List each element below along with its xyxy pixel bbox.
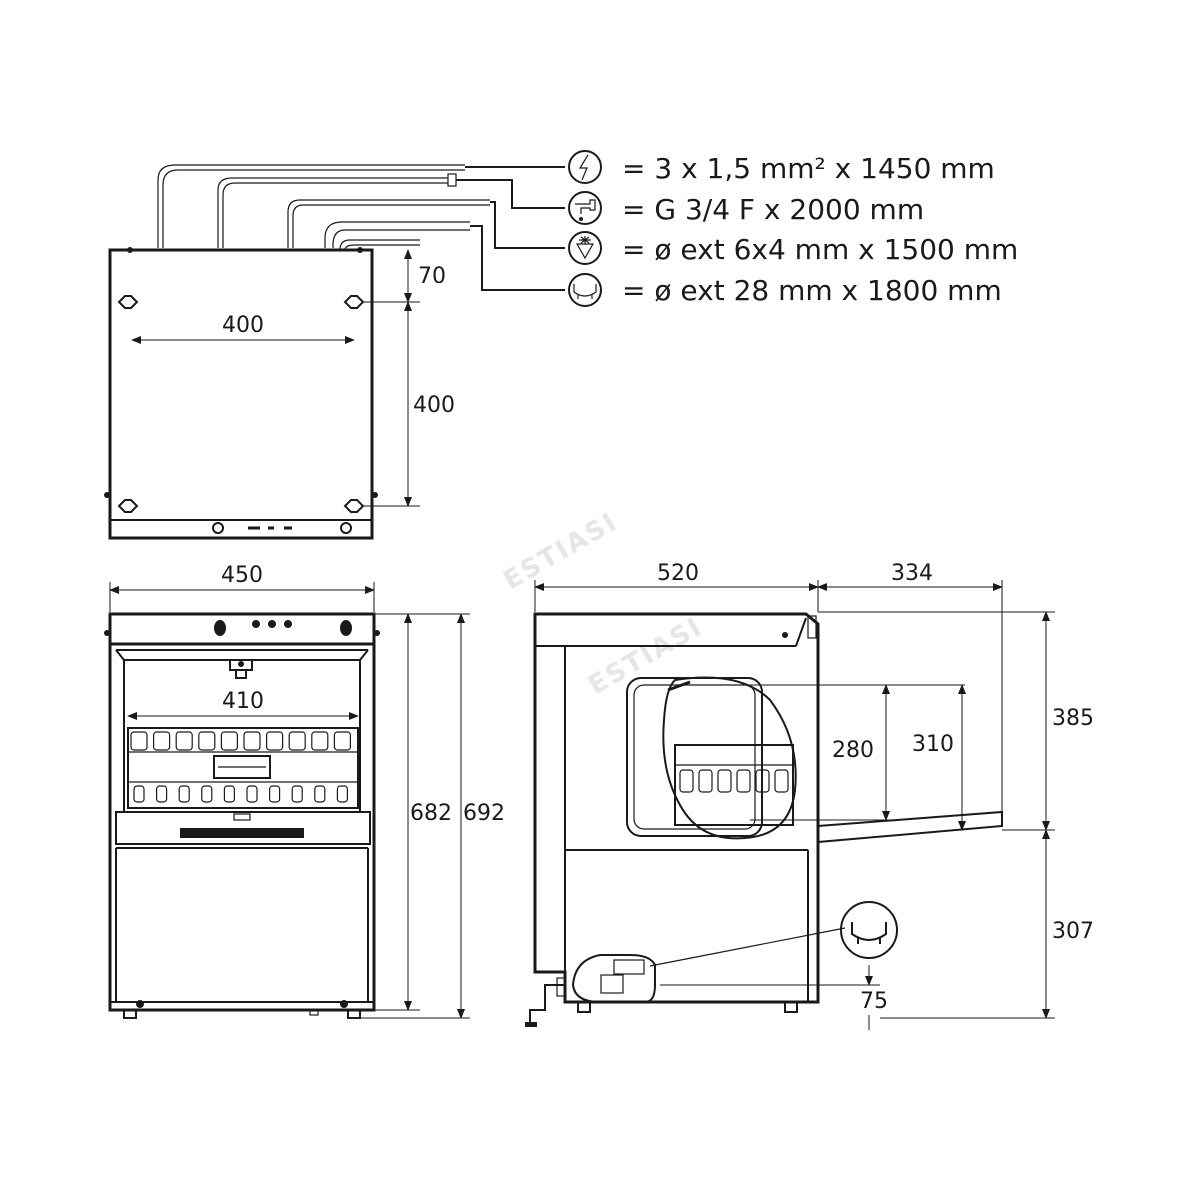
dim-450: 450 (221, 563, 263, 588)
watermark-2: ESTIASI (584, 612, 708, 701)
dim-280: 280 (832, 738, 874, 763)
dim-400-horizontal: 400 (222, 313, 264, 338)
drain-icon-callout (840, 901, 898, 959)
dim-334: 334 (891, 561, 933, 586)
back-panel (108, 248, 374, 540)
spec-row-detergent: = ø ext 6x4 mm x 1500 mm (568, 231, 1018, 266)
spec-drain-text: = ø ext 28 mm x 1800 mm (622, 274, 1002, 307)
power-icon (568, 150, 602, 184)
spec-row-power: = 3 x 1,5 mm² x 1450 mm (568, 150, 995, 185)
dim-70: 70 (418, 264, 446, 289)
supply-cables (157, 164, 490, 251)
watermark-1: ESTIASI (499, 507, 623, 596)
drain-fitting (525, 954, 656, 1027)
side-view: 520 334 (525, 561, 1094, 1030)
back-view: 400 70 400 (104, 164, 565, 540)
side-body (533, 612, 820, 1004)
spec-water-text: = G 3/4 F x 2000 mm (622, 193, 924, 226)
door-handle (180, 828, 304, 838)
water-inlet-icon (568, 191, 602, 225)
spec-row-water: = G 3/4 F x 2000 mm (568, 191, 924, 226)
side-window (626, 677, 763, 837)
dim-307: 307 (1052, 919, 1094, 944)
spec-detergent-text: = ø ext 6x4 mm x 1500 mm (622, 233, 1018, 266)
connection-specs: = 3 x 1,5 mm² x 1450 mm = G 3/4 F x 2000… (568, 150, 1018, 307)
front-view: 450 410 (104, 563, 505, 1019)
detergent-icon (568, 231, 602, 265)
basket-front (127, 727, 359, 809)
drain-icon (568, 273, 602, 307)
dim-310: 310 (912, 732, 954, 757)
control-panel (108, 612, 376, 646)
cutaway (662, 676, 797, 840)
leader-lines (456, 166, 565, 291)
dim-400-vertical: 400 (413, 393, 455, 418)
dim-692: 692 (463, 801, 505, 826)
dim-520: 520 (657, 561, 699, 586)
spec-row-drain: = ø ext 28 mm x 1800 mm (568, 273, 1002, 307)
front-body (108, 642, 376, 1012)
dim-682: 682 (410, 801, 452, 826)
dim-385: 385 (1052, 706, 1094, 731)
open-door (817, 810, 1003, 844)
dim-410: 410 (222, 689, 264, 714)
dim-75: 75 (860, 989, 888, 1014)
spec-power-text: = 3 x 1,5 mm² x 1450 mm (622, 152, 995, 185)
